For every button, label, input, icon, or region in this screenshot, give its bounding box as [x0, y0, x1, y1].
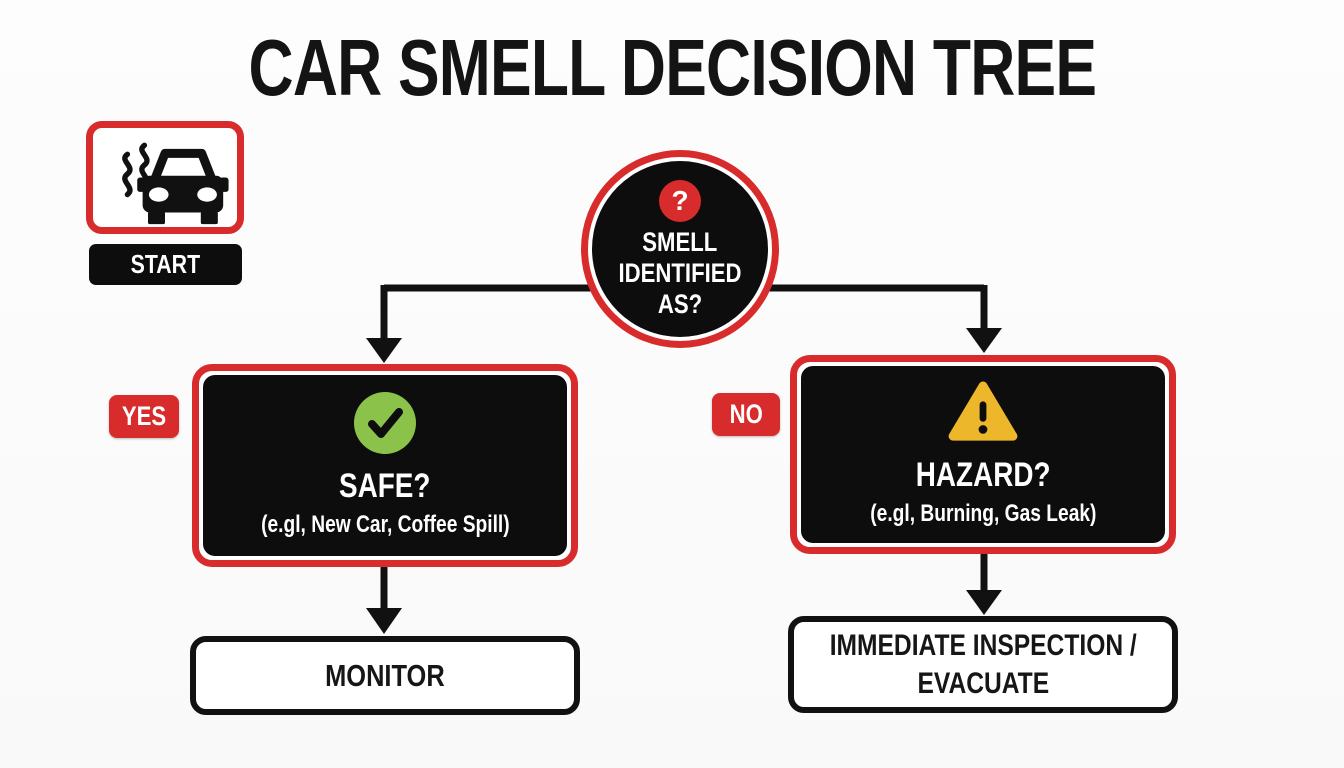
safe-examples: (e.gl, New Car, Coffee Spill)	[260, 511, 510, 539]
start-icon-box	[86, 121, 244, 234]
decision-text-line: AS?	[657, 289, 703, 319]
hazard-node: HAZARD? (e.gl, Burning, Gas Leak)	[790, 355, 1176, 554]
decision-text-line: IDENTIFIED	[618, 258, 742, 288]
hazard-question: HAZARD?	[915, 455, 1051, 494]
evacuate-outcome-box: IMMEDIATE INSPECTION / EVACUATE	[788, 616, 1178, 713]
yes-badge: YES	[109, 395, 179, 438]
evacuate-arrowhead	[966, 590, 1002, 615]
decision-node-inner: ? SMELL IDENTIFIED AS?	[592, 161, 768, 337]
hazard-node-inner: HAZARD? (e.gl, Burning, Gas Leak)	[801, 366, 1165, 543]
page-title: CAR SMELL DECISION TREE	[248, 23, 1096, 112]
monitor-arrowhead	[366, 608, 402, 634]
check-circle-icon	[354, 391, 416, 454]
yes-arrowhead	[366, 338, 402, 363]
no-badge: NO	[712, 393, 780, 436]
safe-node-inner: SAFE? (e.gl, New Car, Coffee Spill)	[203, 375, 567, 556]
monitor-outcome-box: MONITOR	[190, 636, 580, 715]
evacuate-line-1: IMMEDIATE INSPECTION /	[829, 628, 1137, 662]
no-arrowhead	[966, 328, 1002, 353]
question-mark-icon: ?	[659, 180, 701, 222]
decision-node: ? SMELL IDENTIFIED AS?	[581, 150, 779, 348]
start-label: START	[89, 244, 242, 285]
decision-text-line: SMELL	[642, 227, 718, 257]
car-with-smell-icon	[122, 142, 229, 224]
safe-question: SAFE?	[339, 466, 431, 505]
safe-node: SAFE? (e.gl, New Car, Coffee Spill)	[192, 364, 578, 567]
hazard-examples: (e.gl, Burning, Gas Leak)	[869, 500, 1097, 528]
warning-triangle-icon	[948, 381, 1018, 443]
evacuate-line-2: EVACUATE	[917, 666, 1049, 700]
